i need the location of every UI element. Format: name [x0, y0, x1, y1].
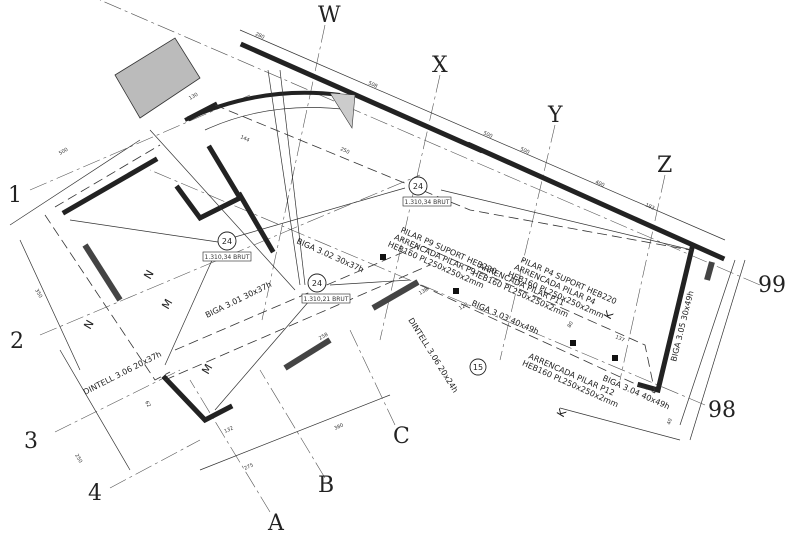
svg-text:M: M	[159, 297, 175, 312]
svg-text:350: 350	[33, 288, 43, 299]
level-callout-1: 24 1.310,34 BRUT	[402, 176, 452, 207]
svg-text:258: 258	[318, 332, 329, 342]
grid-label-w: W	[318, 3, 341, 28]
svg-text:15: 15	[473, 363, 483, 372]
svg-text:500: 500	[482, 130, 493, 139]
svg-text:24: 24	[222, 237, 232, 246]
svg-text:144: 144	[239, 134, 250, 143]
pillar-p11	[453, 288, 459, 294]
svg-text:40: 40	[666, 418, 674, 426]
beam-label-3-01: BIGA 3.01 30x37h	[204, 280, 273, 320]
hatched-block	[114, 37, 201, 119]
dashed-outlines	[44, 104, 691, 394]
level-callout-3: 24 1.310,21 BRUT	[301, 273, 351, 304]
svg-text:508: 508	[367, 80, 378, 89]
grid-label-c: C	[393, 424, 410, 449]
svg-text:500: 500	[58, 147, 69, 157]
svg-text:N: N	[141, 268, 156, 282]
svg-text:500: 500	[519, 146, 530, 155]
svg-text:M: M	[199, 362, 215, 377]
svg-text:380: 380	[333, 422, 344, 431]
grid-lines	[29, 0, 761, 513]
svg-text:1.310,21 BRUT: 1.310,21 BRUT	[304, 296, 349, 303]
grid-label-99: 99	[758, 273, 786, 298]
svg-text:K: K	[554, 406, 569, 419]
svg-text:1.310,34 BRUT: 1.310,34 BRUT	[405, 199, 450, 206]
grid-label-3: 3	[24, 429, 38, 454]
detail-callout-15: 15	[469, 358, 487, 376]
svg-text:250: 250	[73, 453, 83, 464]
dimension-lines	[9, 29, 746, 471]
level-callout-2: 24 1.310,34 BRUT	[202, 231, 252, 262]
grid-label-1: 1	[8, 183, 22, 208]
svg-text:24: 24	[312, 279, 322, 288]
walls	[61, 41, 726, 424]
svg-text:400: 400	[594, 179, 605, 188]
grid-label-y: Y	[547, 103, 563, 128]
grid-label-b: B	[318, 473, 334, 498]
svg-text:138: 138	[418, 287, 429, 297]
leader-lines	[69, 69, 693, 411]
lintel-label-b: DINTELL 3.06 20x24h	[406, 316, 459, 394]
svg-text:62: 62	[143, 400, 151, 409]
grid-label-x: X	[432, 53, 448, 78]
lintel-label-a: DINTELL 3.06 20x37h	[82, 350, 163, 397]
svg-text:183: 183	[644, 202, 655, 211]
svg-text:80: 80	[567, 320, 575, 329]
grid-labels: W X Y Z 1 2 3 4 A B C 99 98	[8, 3, 786, 536]
svg-text:N: N	[81, 318, 96, 332]
svg-text:275: 275	[243, 462, 254, 471]
dimension-values: 280 508 500 500 400 183 250 144 130 500 …	[33, 31, 674, 471]
svg-text:137: 137	[614, 334, 625, 343]
grid-label-a: A	[267, 511, 285, 536]
pillars	[380, 254, 618, 361]
grid-label-98: 98	[708, 398, 736, 423]
svg-text:130: 130	[188, 92, 199, 102]
svg-text:K: K	[601, 308, 616, 321]
svg-text:280: 280	[254, 31, 265, 40]
svg-text:24: 24	[413, 182, 423, 191]
beam-label-3-02: BIGA 3.02 30x37h	[295, 237, 365, 275]
svg-text:250: 250	[339, 146, 350, 155]
pillar-p4	[570, 340, 576, 346]
grid-label-z: Z	[657, 153, 672, 178]
svg-text:132: 132	[223, 425, 234, 434]
beam-label-3-03: BIGA 3.03 40x49h	[470, 299, 540, 337]
svg-text:128: 128	[458, 302, 469, 312]
pillar-p12	[612, 355, 618, 361]
grid-label-4: 4	[88, 481, 102, 506]
svg-text:1.310,34 BRUT: 1.310,34 BRUT	[205, 254, 250, 261]
pillar-p9	[380, 254, 386, 260]
grid-label-2: 2	[10, 329, 24, 354]
